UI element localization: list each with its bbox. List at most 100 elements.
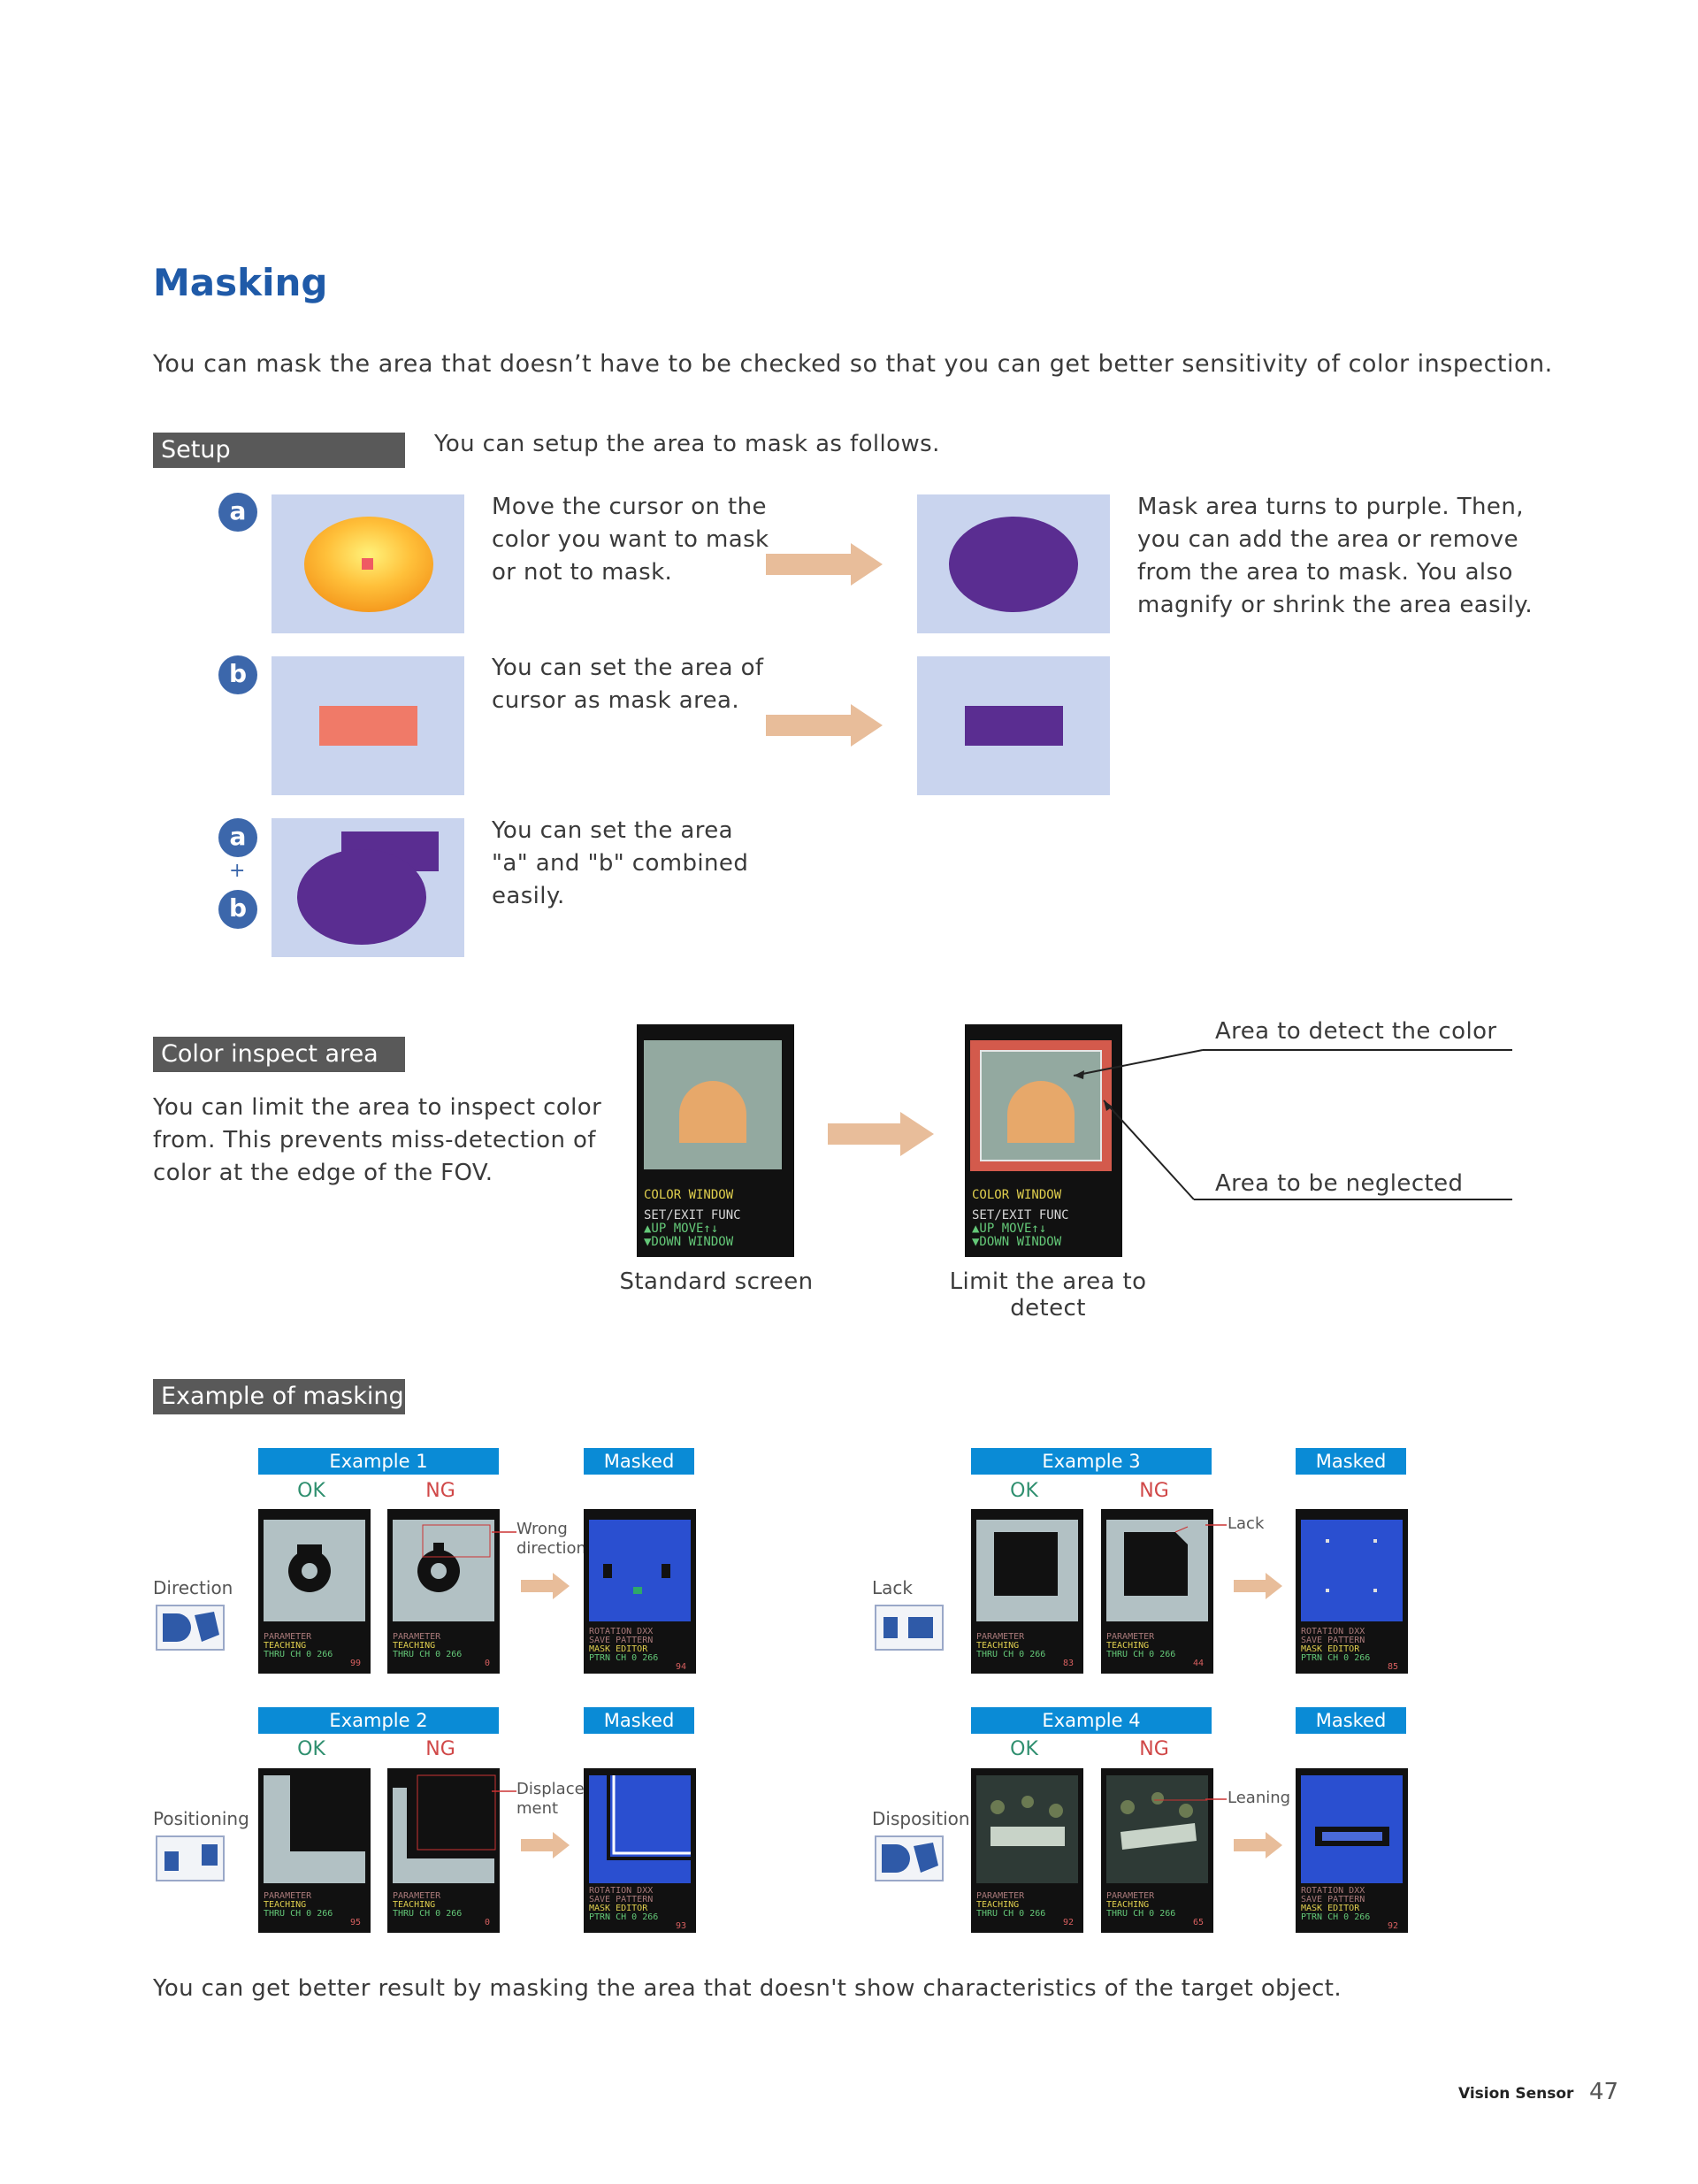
example-4-ng: NG bbox=[1139, 1738, 1169, 1760]
example-3-masked-image bbox=[1301, 1520, 1403, 1621]
example-1-ng-image bbox=[393, 1520, 494, 1621]
page-number: 47 bbox=[1589, 2079, 1619, 2105]
example-2-masked-label: Masked bbox=[584, 1707, 694, 1734]
page-title: Masking bbox=[153, 261, 328, 304]
example-2-masked-image bbox=[589, 1775, 691, 1883]
example-4-note-line bbox=[1205, 1798, 1227, 1800]
setup-b-before-panel bbox=[272, 656, 464, 795]
example-2-title: Example 2 bbox=[258, 1707, 499, 1734]
caption-limit: Limit the area to detect bbox=[949, 1268, 1147, 1322]
caption-standard: Standard screen bbox=[619, 1268, 814, 1295]
example-1-note-line bbox=[492, 1531, 516, 1533]
combined-mask-illustration bbox=[297, 831, 439, 945]
purple-rect-mask bbox=[965, 706, 1063, 746]
limit-screen-image bbox=[970, 1040, 1112, 1171]
example-3-arrow bbox=[1234, 1573, 1282, 1599]
example-4-masked-label: Masked bbox=[1296, 1707, 1406, 1734]
conclusion-text: You can get better result by masking the… bbox=[153, 1975, 1342, 2002]
example-3-ok-image bbox=[976, 1520, 1078, 1621]
intro-text: You can mask the area that doesn’t have … bbox=[153, 350, 1553, 378]
callout-lines bbox=[1073, 1049, 1512, 1200]
example-3-icon bbox=[875, 1605, 944, 1651]
example-3-masked-label: Masked bbox=[1296, 1448, 1406, 1475]
arrow-a bbox=[766, 543, 883, 586]
example-1-masked-image bbox=[589, 1520, 691, 1621]
example-label: Example of masking bbox=[153, 1379, 405, 1414]
example-4-category: Disposition bbox=[872, 1808, 970, 1829]
callout-detect: Area to detect the color bbox=[1215, 1018, 1497, 1045]
cursor-rect-illustration bbox=[319, 706, 417, 746]
example-2-ng-image bbox=[393, 1774, 496, 1883]
setup-a-before-panel bbox=[272, 494, 464, 633]
setup-b-after-panel bbox=[917, 656, 1110, 795]
example-3-category: Lack bbox=[872, 1577, 913, 1598]
example-3-ok: OK bbox=[1010, 1480, 1038, 1502]
example-4-arrow bbox=[1234, 1832, 1282, 1858]
badge-ab-b: b bbox=[218, 890, 257, 929]
example-4-ok: OK bbox=[1010, 1738, 1038, 1760]
example-1-ng: NG bbox=[425, 1480, 455, 1502]
example-2-note-line bbox=[492, 1790, 516, 1792]
example-4-masked-image bbox=[1301, 1775, 1403, 1883]
color-inspect-label: Color inspect area bbox=[153, 1037, 405, 1072]
setup-ab-text: You can set the area"a" and "b" combined… bbox=[492, 817, 749, 909]
example-2-ng: NG bbox=[425, 1738, 455, 1760]
callout-neglect: Area to be neglected bbox=[1215, 1170, 1464, 1197]
limit-screen: COLOR WINDOW SET/EXIT FUNC ▲UP MOVE↑↓ ▼D… bbox=[965, 1024, 1122, 1257]
setup-desc: You can setup the area to mask as follow… bbox=[434, 431, 940, 457]
example-4-ok-image bbox=[976, 1775, 1078, 1883]
orange-ellipse-illustration bbox=[304, 517, 433, 612]
example-1-icon bbox=[156, 1605, 225, 1651]
example-4-icon bbox=[875, 1835, 944, 1881]
example-3-ng-image bbox=[1106, 1520, 1208, 1621]
example-1-title: Example 1 bbox=[258, 1448, 499, 1475]
badge-ab-a: a bbox=[218, 818, 257, 857]
standard-screen-image bbox=[644, 1040, 782, 1169]
example-1-ok-image bbox=[264, 1520, 365, 1621]
example-2-ok: OK bbox=[297, 1738, 325, 1760]
example-1-arrow bbox=[521, 1573, 570, 1599]
setup-a-result-text: Mask area turns to purple. Then,you can … bbox=[1137, 494, 1534, 618]
example-2-ok-image bbox=[264, 1775, 365, 1883]
example-4-ng-image bbox=[1106, 1775, 1208, 1883]
example-4-title: Example 4 bbox=[971, 1707, 1212, 1734]
setup-a-after-panel bbox=[917, 494, 1110, 633]
example-1-ok: OK bbox=[297, 1480, 325, 1502]
standard-screen: COLOR WINDOW SET/EXIT FUNC ▲UP MOVE↑↓ ▼D… bbox=[637, 1024, 794, 1257]
example-4-note: Leaning bbox=[1228, 1789, 1291, 1807]
example-3-note-line bbox=[1205, 1524, 1227, 1526]
example-1-category: Direction bbox=[153, 1577, 233, 1598]
purple-ellipse-mask bbox=[949, 517, 1078, 612]
example-3-title: Example 3 bbox=[971, 1448, 1212, 1475]
example-2-category: Positioning bbox=[153, 1808, 249, 1829]
example-2-icon bbox=[156, 1835, 225, 1881]
setup-label: Setup bbox=[153, 433, 405, 468]
example-1-masked-label: Masked bbox=[584, 1448, 694, 1475]
arrow-color-inspect bbox=[828, 1112, 934, 1156]
example-2-arrow bbox=[521, 1832, 570, 1858]
badge-a: a bbox=[218, 493, 257, 532]
badge-b: b bbox=[218, 655, 257, 694]
footer-brand: Vision Sensor bbox=[1458, 2085, 1574, 2103]
example-3-ng: NG bbox=[1139, 1480, 1169, 1502]
plus-sign: + bbox=[229, 860, 246, 882]
example-2-note: Displace-ment bbox=[516, 1780, 591, 1818]
example-3-note: Lack bbox=[1228, 1514, 1265, 1533]
arrow-b bbox=[766, 704, 883, 747]
